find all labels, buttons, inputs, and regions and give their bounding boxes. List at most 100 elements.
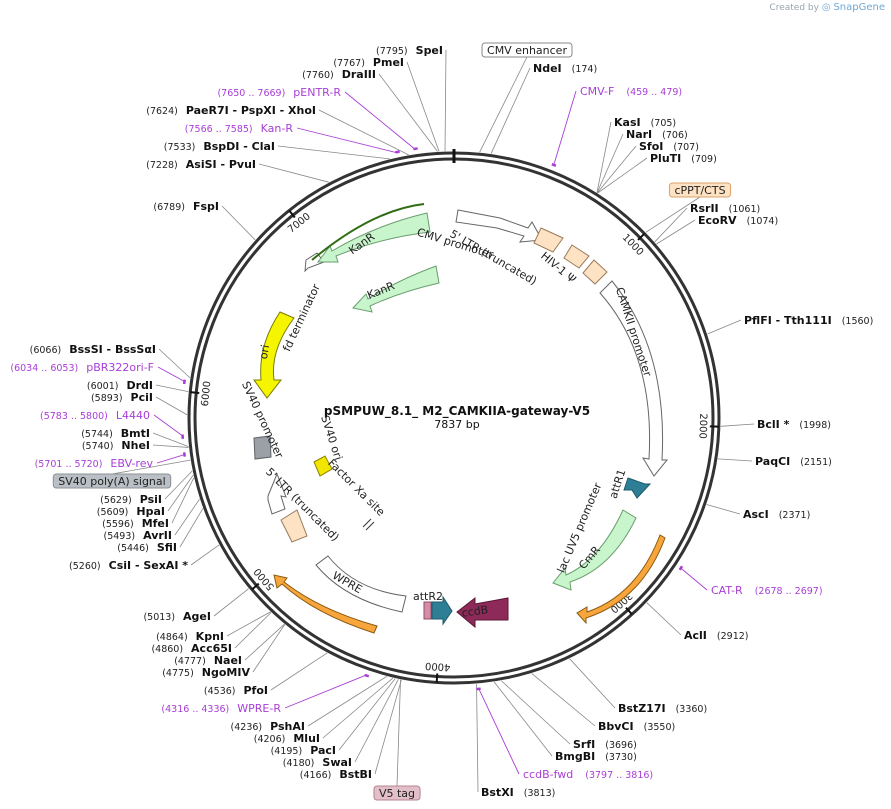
enzyme-site-label[interactable]: BstZ17I(3360) — [618, 702, 707, 715]
enzyme-leader-line — [654, 207, 688, 243]
primer-label[interactable]: CAT-R(2678 .. 2697) — [711, 584, 823, 597]
enzyme-name: PfoI — [244, 684, 269, 697]
enzyme-site-label[interactable]: BmgBI(3730) — [555, 750, 637, 763]
enzyme-site-label[interactable]: NaeI(4777) — [174, 654, 242, 667]
enzyme-site-label[interactable]: PciI(5893) — [91, 391, 153, 404]
orange-feature-right[interactable] — [576, 534, 666, 625]
boxed-feature-label[interactable]: CMV enhancer — [481, 42, 573, 58]
primer-label[interactable]: L4440(5783 .. 5800) — [40, 409, 150, 422]
attr2-arrow[interactable] — [431, 595, 453, 626]
enzyme-site-label[interactable]: NarI(706) — [626, 128, 688, 141]
enzyme-site-label[interactable]: PshAI(4236) — [231, 720, 305, 733]
v5-tag-block[interactable] — [423, 601, 432, 620]
enzyme-site-label[interactable]: PaeR7I - PspXI - XhoI(7624) — [146, 104, 316, 117]
enzyme-position: (4236) — [231, 722, 263, 733]
enzyme-site-label[interactable]: PsiI(5629) — [100, 493, 162, 506]
wpre-arc[interactable] — [315, 555, 407, 613]
enzyme-site-label[interactable]: SrfI(3696) — [573, 738, 637, 751]
enzyme-site-label[interactable]: AscI(2371) — [743, 508, 810, 521]
enzyme-site-label[interactable]: BstBI(4166) — [300, 768, 372, 781]
enzyme-site-label[interactable]: CsiI - SexAI *(5260) — [69, 559, 188, 572]
primer-label[interactable]: Kan-R(7566 .. 7585) — [185, 122, 294, 135]
primer-label[interactable]: WPRE-R(4316 .. 4336) — [161, 702, 281, 715]
enzyme-leader-line — [596, 133, 624, 193]
attr1-arrow[interactable] — [623, 477, 652, 499]
enzyme-site-label[interactable]: BssSI - BssSαI(6066) — [30, 343, 156, 356]
cpptcts-block[interactable] — [582, 259, 608, 285]
cmv-promoter-arrow[interactable] — [455, 209, 543, 243]
enzyme-name: PmeI — [373, 56, 404, 69]
enzyme-site-label[interactable]: PflFI - Tth111I(1560) — [744, 314, 873, 327]
enzyme-site-label[interactable]: HpaI(5609) — [97, 505, 165, 518]
boxed-feature-label[interactable]: V5 tag — [373, 785, 421, 801]
boxed-feature-label[interactable]: cPPT/CTS — [668, 182, 732, 198]
enzyme-site-label[interactable]: NgoMIV(4775) — [162, 666, 250, 679]
ltr-truncated-2-block[interactable] — [280, 509, 308, 543]
cmr-arrow[interactable] — [552, 509, 637, 591]
primer-label[interactable]: CMV-F(459 .. 479) — [580, 85, 682, 98]
enzyme-site-label[interactable]: BstXI(3813) — [481, 786, 555, 799]
enzyme-site-label[interactable]: KpnI(4864) — [156, 630, 224, 643]
enzyme-site-label[interactable]: BspDI - ClaI(7533) — [164, 140, 275, 153]
primer-name: EBV-rev — [110, 457, 153, 470]
enzyme-leader-line — [569, 658, 616, 709]
ori-arrow[interactable] — [253, 311, 295, 399]
enzyme-site-label[interactable]: NdeI(174) — [533, 62, 597, 75]
enzyme-position: (6066) — [30, 345, 62, 356]
enzyme-site-label[interactable]: NheI(5740) — [82, 439, 150, 452]
enzyme-site-label[interactable]: MluI(4206) — [254, 732, 320, 745]
enzyme-site-label[interactable]: PmeI(7767) — [333, 56, 404, 69]
primer-label[interactable]: pBR322ori-F(6034 .. 6053) — [10, 361, 154, 374]
enzyme-site-label[interactable]: BclI *(1998) — [757, 418, 831, 431]
enzyme-site-label[interactable]: PaqCI(2151) — [755, 455, 832, 468]
enzyme-site-label[interactable]: KasI(705) — [614, 116, 676, 129]
boxed-feature-label[interactable]: SV40 poly(A) signal — [52, 473, 172, 489]
enzyme-site-label[interactable]: PacI(4195) — [271, 744, 336, 757]
feature-arcs — [253, 203, 669, 634]
orange-feature-left[interactable] — [273, 574, 378, 634]
hiv-psi-block[interactable] — [563, 244, 590, 269]
enzyme-site-label[interactable]: RsrII(1061) — [690, 202, 760, 215]
camkii-promoter-arrow[interactable] — [599, 280, 669, 477]
kanr-1-arrow[interactable] — [317, 212, 431, 263]
enzyme-site-label[interactable]: Acc65I(4860) — [151, 642, 232, 655]
primer-position: (3797 .. 3816) — [585, 770, 653, 781]
enzyme-site-label[interactable]: MfeI(5596) — [102, 517, 169, 530]
enzyme-name: EcoRV — [698, 214, 737, 227]
primer-label[interactable]: EBV-rev(5701 .. 5720) — [35, 457, 154, 470]
enzyme-site-label[interactable]: PluTI(709) — [650, 152, 717, 165]
enzyme-name: NgoMIV — [202, 666, 251, 679]
enzyme-leader-line — [720, 423, 755, 427]
enzyme-name: BstXI — [481, 786, 514, 799]
sv40-ori-block[interactable] — [313, 455, 333, 477]
enzyme-site-label[interactable]: SwaI(4180) — [283, 756, 352, 769]
enzyme-site-label[interactable]: FspI(6789) — [153, 200, 219, 213]
enzyme-site-label[interactable]: SfoI(707) — [639, 140, 699, 153]
enzyme-site-label[interactable]: AgeI(5013) — [143, 610, 211, 623]
ltr-truncated-1-block[interactable] — [533, 227, 564, 253]
primer-label[interactable]: ccdB-fwd(3797 .. 3816) — [523, 768, 653, 781]
enzyme-site-label[interactable]: AvrII(5493) — [104, 529, 173, 542]
enzyme-site-label[interactable]: BmtI(5744) — [81, 427, 150, 440]
primer-label[interactable]: pENTR-R(7650 .. 7669) — [217, 86, 341, 99]
kanr-2-arrow[interactable] — [352, 265, 440, 313]
enzyme-position: (4206) — [254, 734, 286, 745]
enzyme-site-label[interactable]: AsiSI - PvuI(7228) — [146, 158, 256, 171]
enzyme-name: SwaI — [322, 756, 352, 769]
sv40-polya-block[interactable] — [253, 435, 272, 460]
ccdb-arrow[interactable] — [456, 596, 509, 629]
enzyme-site-label[interactable]: DrdI(6001) — [87, 379, 153, 392]
enzyme-site-label[interactable]: SpeI(7795) — [376, 44, 443, 57]
enzyme-leader-line — [155, 396, 188, 416]
sv40-promoter-arrow[interactable] — [267, 472, 287, 515]
enzyme-site-label[interactable]: PfoI (4536) — [204, 684, 268, 697]
enzyme-site-label[interactable]: BbvCI(3550) — [598, 720, 675, 733]
enzyme-site-label[interactable]: EcoRV(1074) — [698, 214, 778, 227]
enzyme-site-label[interactable]: SfiI(5446) — [117, 541, 177, 554]
enzyme-site-label[interactable]: AclI(2912) — [684, 629, 749, 642]
enzyme-position: (4536) — [204, 686, 236, 697]
enzyme-site-label[interactable]: DraIII(7760) — [302, 68, 376, 81]
enzyme-position: (7533) — [164, 142, 196, 153]
enzyme-name: AgeI — [183, 610, 211, 623]
